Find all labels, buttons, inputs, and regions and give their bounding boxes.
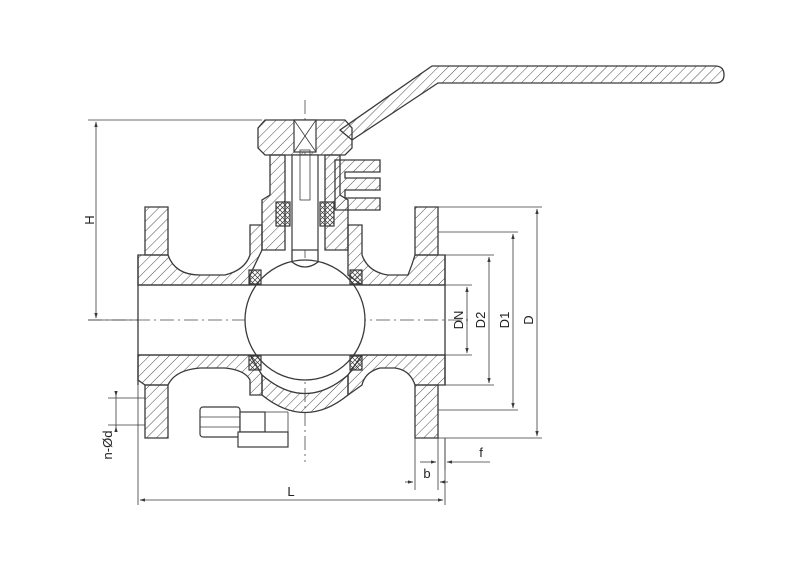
left-flange-upper-outer — [144, 206, 169, 256]
ball-assembly — [244, 250, 366, 381]
label-f: f — [479, 445, 483, 460]
dimensions — [88, 119, 542, 505]
left-flange-lower-outer — [144, 384, 169, 439]
stop-lugs — [334, 159, 381, 211]
left-body-lower — [137, 354, 263, 396]
left-body-upper — [137, 224, 263, 286]
label-L: L — [287, 484, 294, 499]
label-H: H — [82, 215, 97, 224]
ball — [244, 259, 366, 381]
seat-lower-left — [248, 355, 262, 371]
label-D: D — [521, 315, 536, 324]
seat-lower-right — [349, 355, 363, 371]
packing-right — [319, 201, 335, 227]
stem — [291, 154, 319, 251]
left-body — [137, 206, 263, 439]
lever-arm — [338, 65, 725, 141]
bonnet — [261, 149, 349, 251]
bolt-shank — [237, 431, 289, 448]
label-D1: D1 — [497, 312, 512, 329]
bolt-washer — [239, 411, 266, 433]
seat-upper-right — [349, 269, 363, 285]
bottom-body — [261, 373, 349, 414]
stem-head — [257, 119, 353, 156]
seat-upper-left — [248, 269, 262, 285]
right-body-upper — [347, 224, 446, 286]
body-bolt — [199, 406, 289, 448]
labels: H DN D2 D1 D f b L n-Ød — [82, 215, 536, 499]
stop-plate — [334, 159, 381, 211]
lever-handle — [338, 65, 725, 141]
label-n-d: n-Ød — [100, 431, 115, 460]
right-flange-lower-outer — [414, 384, 439, 439]
bolt-nut — [199, 406, 241, 438]
label-D2: D2 — [473, 312, 488, 329]
bottom-shell — [261, 373, 349, 414]
right-body — [347, 206, 446, 439]
label-b: b — [423, 466, 430, 481]
right-flange-upper-outer — [414, 206, 439, 256]
packing-left — [275, 201, 291, 227]
label-DN: DN — [451, 311, 466, 330]
